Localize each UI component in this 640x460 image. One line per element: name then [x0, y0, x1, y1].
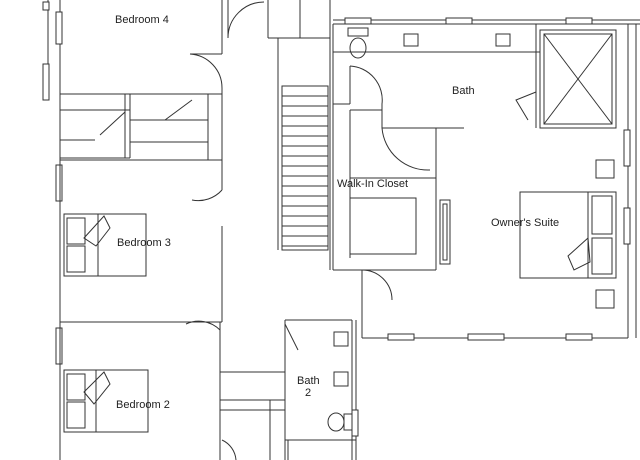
window: [55, 164, 63, 202]
window: [387, 333, 415, 341]
bath-2-fixtures: [327, 331, 359, 437]
window: [42, 63, 50, 101]
window: [351, 409, 359, 437]
window: [42, 1, 50, 11]
window: [55, 327, 63, 365]
window: [344, 17, 372, 25]
left-exterior-wall: [42, 0, 63, 460]
hallway-walls: [267, 0, 331, 270]
window: [623, 207, 631, 245]
top-exterior-wall: [333, 17, 640, 25]
bed-bedroom-3: [63, 213, 147, 277]
staircase: [281, 85, 329, 251]
window: [467, 333, 505, 341]
window: [565, 333, 593, 341]
dresser: [439, 199, 451, 265]
room-label-bath: Bath: [452, 85, 475, 97]
bedroom-4-walls: [60, 0, 265, 95]
window: [445, 17, 473, 25]
window: [55, 11, 63, 45]
bed-bedroom-2: [63, 369, 149, 433]
room-label-walk-in-closet: Walk-In Closet: [337, 178, 408, 190]
vanity: [403, 33, 511, 47]
room-label-owners-suite: Owner's Suite: [491, 217, 559, 229]
bed-owners-suite: [519, 159, 617, 309]
window: [565, 17, 593, 25]
toilet-icon: [347, 27, 369, 59]
bedroom-3-walls: [59, 160, 223, 323]
room-label-bath-2: Bath: [297, 375, 320, 387]
room-label-bedroom-4: Bedroom 4: [115, 14, 169, 26]
bath-walls: [332, 24, 540, 270]
room-label-bedroom-2: Bedroom 2: [116, 399, 170, 411]
closet-block: [60, 94, 223, 161]
bath-2-walls: [220, 319, 357, 460]
room-label-bath-2-number: 2: [305, 387, 311, 399]
window: [623, 129, 631, 167]
shower: [515, 24, 617, 129]
bedroom-2-walls: [59, 320, 237, 460]
room-label-bedroom-3: Bedroom 3: [117, 237, 171, 249]
owners-suite-walls: [361, 24, 631, 341]
walk-in-closet-walls: [333, 128, 437, 271]
